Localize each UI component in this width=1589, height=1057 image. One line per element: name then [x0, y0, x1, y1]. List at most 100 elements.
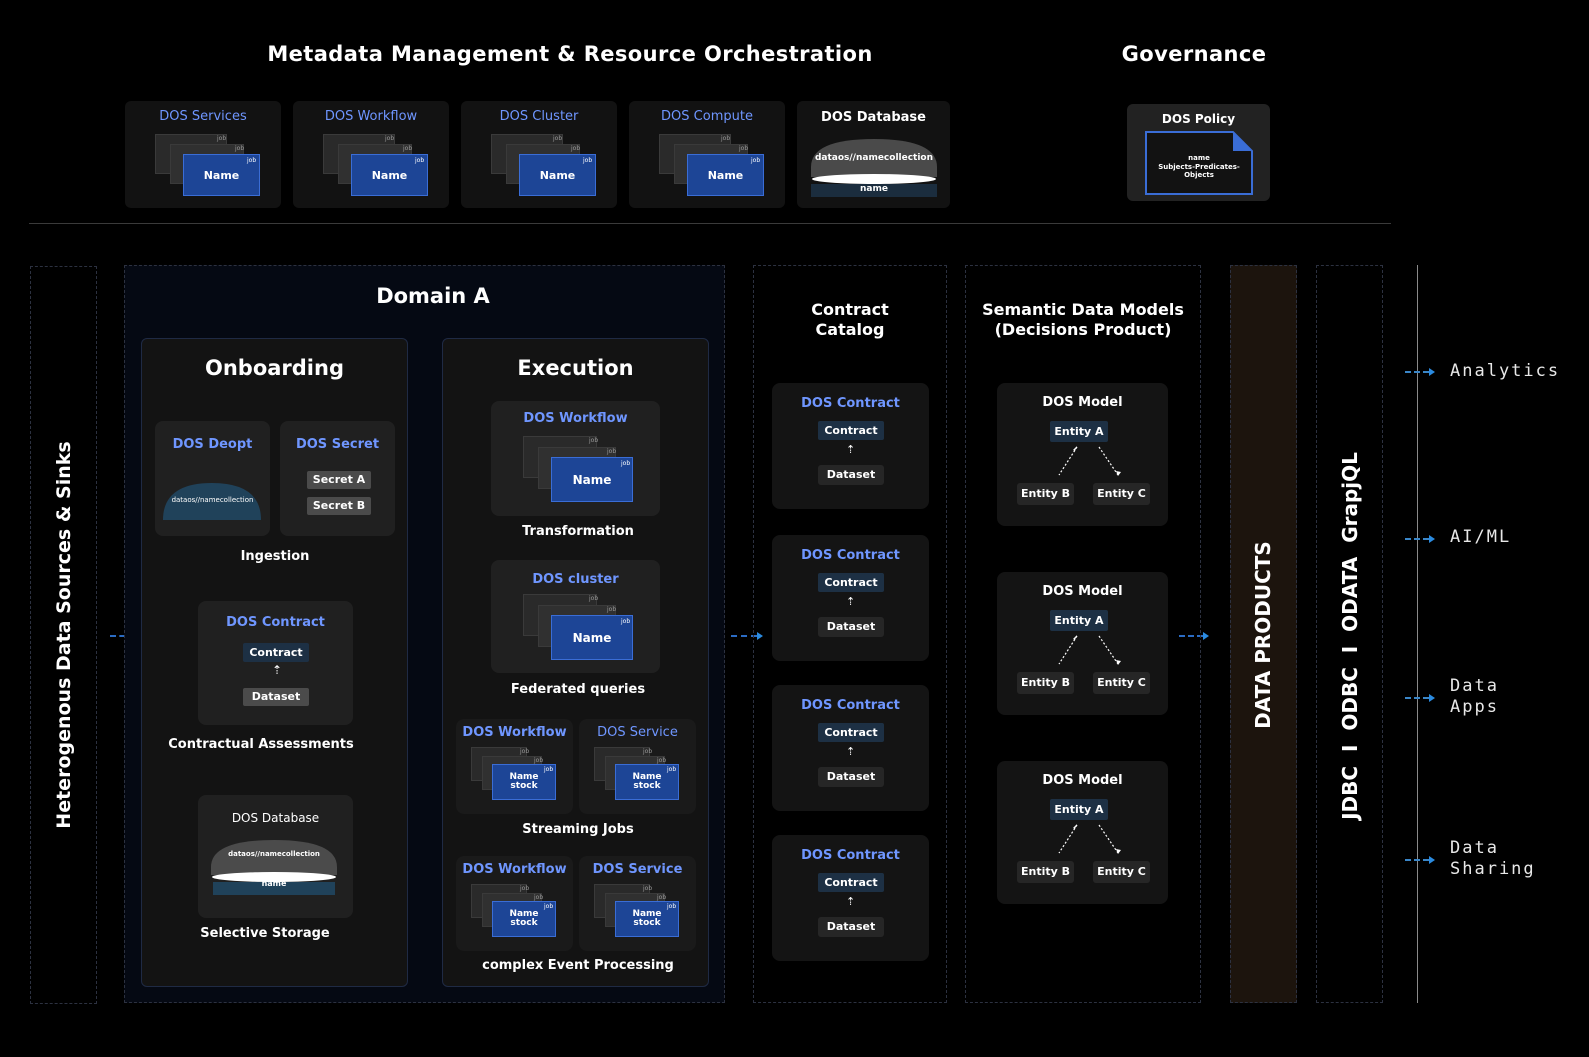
dataset-chip: Dataset — [818, 465, 884, 485]
transformation-caption: Transformation — [522, 524, 634, 539]
database-name: name — [261, 879, 287, 888]
cep-workflow-title: DOS Workflow — [462, 862, 567, 877]
catalog-contract-card: DOS Contract Contract ⇡ Dataset — [772, 383, 929, 509]
up-arrow-icon: ⇡ — [846, 895, 856, 908]
onboarding-contract-card: DOS Contract Contract ⇡ Dataset — [198, 601, 353, 725]
entity-a-chip: Entity A — [1050, 799, 1108, 820]
tile-title: DOS Cluster — [499, 109, 579, 124]
contract-chip: Contract — [818, 723, 884, 742]
secret-title: DOS Secret — [295, 437, 380, 452]
output-arrow — [1405, 859, 1429, 861]
arrow-head-icon — [1429, 856, 1435, 864]
output-arrow — [1405, 697, 1429, 699]
cep-caption: complex Event Processing — [482, 958, 674, 973]
model-title: DOS Model — [1042, 773, 1123, 788]
arrow-head-icon — [1429, 694, 1435, 702]
document-icon — [1145, 131, 1253, 195]
up-arrow-icon: ⇡ — [846, 745, 856, 758]
model-title: DOS Model — [1042, 395, 1123, 410]
data-products-label: DATA PRODUCTS — [1251, 541, 1275, 729]
entity-b-chip: Entity B — [1017, 672, 1074, 694]
semantic-models-title: Semantic Data Models (Decisions Product) — [982, 300, 1184, 339]
arrow-head-icon — [757, 632, 763, 640]
contract-chip: Contract — [818, 421, 884, 440]
entity-a-chip: Entity A — [1050, 421, 1108, 442]
entity-b-chip: Entity B — [1017, 861, 1074, 883]
contract-title: DOS Contract — [801, 848, 900, 863]
output-arrow — [1405, 538, 1429, 540]
relation-arrows-icon — [1058, 446, 1121, 476]
catalog-contract-card: DOS Contract Contract ⇡ Dataset — [772, 685, 929, 811]
relation-arrows-icon — [1058, 635, 1121, 665]
relation-arrows-icon — [1058, 824, 1121, 854]
federated-caption: Federated queries — [510, 682, 646, 697]
tile-title: DOS Database — [821, 110, 926, 125]
model-title: DOS Model — [1042, 584, 1123, 599]
up-arrow-icon: ⇡ — [846, 595, 856, 608]
dataset-chip: Dataset — [243, 688, 309, 706]
database-title: DOS Database — [231, 811, 320, 825]
contract-chip: Contract — [818, 873, 884, 892]
top-tile-dos-database: DOS Database dataos//namecollection name — [797, 101, 950, 208]
output-ai-ml[interactable]: AI/ML — [1450, 527, 1512, 547]
api-column — [1316, 265, 1383, 1003]
up-arrow-icon: ⇡ — [272, 663, 283, 677]
execution-title: Execution — [517, 356, 634, 380]
contract-title: DOS Contract — [226, 615, 325, 630]
entity-b-chip: Entity B — [1017, 483, 1074, 505]
tile-title: DOS Services — [159, 109, 247, 124]
data-sources-column — [30, 266, 97, 1004]
storage-caption: Selective Storage — [200, 926, 330, 941]
depot-collection: dataos//namecollection — [171, 496, 254, 504]
contractual-caption: Contractual Assessments — [168, 737, 354, 752]
dataset-chip: Dataset — [818, 767, 884, 787]
policy-triples: Subjects-Predicates-Objects — [1158, 163, 1240, 179]
streaming-caption: Streaming Jobs — [522, 822, 634, 837]
dos-model-card: DOS Model Entity A Entity B Entity C — [997, 383, 1168, 526]
semantic-models-column — [965, 265, 1201, 1003]
policy-tile: DOS Policy name Subjects-Predicates-Obje… — [1127, 104, 1270, 201]
contract-chip: Contract — [818, 573, 884, 592]
contract-chip: Contract — [243, 643, 309, 662]
dos-model-card: DOS Model Entity A Entity B Entity C — [997, 761, 1168, 904]
catalog-contract-card: DOS Contract Contract ⇡ Dataset — [772, 535, 929, 661]
policy-title: DOS Policy — [1161, 112, 1236, 126]
secret-a: Secret A — [307, 471, 371, 489]
tile-title: DOS Workflow — [324, 109, 418, 124]
contract-title: DOS Contract — [801, 396, 900, 411]
header-divider — [29, 223, 1391, 224]
database-icon — [811, 139, 937, 197]
dos-depot-card: DOS Deopt dataos//namecollection — [155, 421, 270, 536]
up-arrow-icon: ⇡ — [846, 443, 856, 456]
catalog-contract-card: DOS Contract Contract ⇡ Dataset — [772, 835, 929, 961]
output-bus-line — [1417, 265, 1418, 1003]
policy-name: name — [1188, 154, 1210, 162]
entity-a-chip: Entity A — [1050, 610, 1108, 631]
flow-arrow — [1179, 635, 1203, 637]
stream-service-title: DOS Service — [597, 725, 678, 740]
output-analytics[interactable]: Analytics — [1450, 361, 1561, 381]
cep-service-title: DOS Service — [592, 862, 683, 877]
dos-secret-card: DOS Secret Secret A Secret B — [280, 421, 395, 536]
flow-arrow — [731, 635, 757, 637]
depot-title: DOS Deopt — [172, 437, 253, 452]
entity-c-chip: Entity C — [1093, 861, 1150, 883]
contract-catalog-column — [753, 265, 947, 1003]
